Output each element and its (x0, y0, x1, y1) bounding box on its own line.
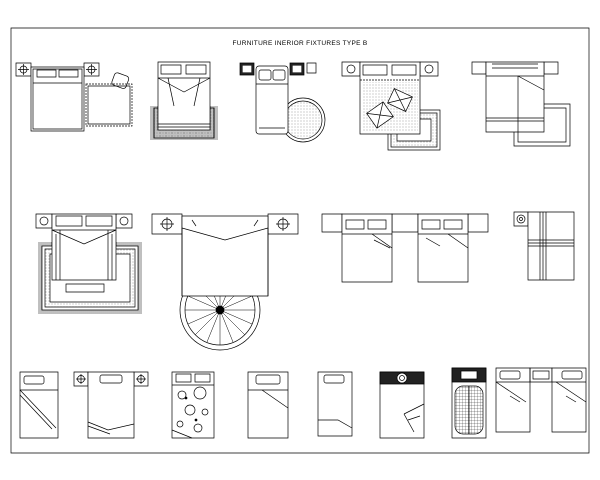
bed-17-twin-with-shared-stand (496, 368, 586, 432)
bed-16-quilted-single (452, 368, 486, 438)
bed-15-single-with-lamp (380, 372, 424, 438)
bed-12-patterned-single (172, 372, 214, 438)
bed-3-double-with-round-rug (240, 63, 325, 142)
bed-5-double-with-offset-rug (472, 62, 570, 146)
bed-11-single-with-stands (74, 372, 148, 438)
bed-8-twin-singles (322, 214, 488, 282)
bed-6-double-on-border-rug (36, 214, 142, 314)
bed-10-single (20, 372, 58, 438)
bed-7-king-with-circular-rug (152, 214, 298, 350)
bed-9-single-with-stand (514, 212, 574, 280)
bed-2-double-on-fringed-rug (150, 62, 218, 140)
sheet-title: FURNITURE INERIOR FIXTURES TYPE B (232, 40, 368, 47)
bed-14-compact-single (318, 372, 352, 436)
bed-1-double-with-rug (16, 63, 132, 131)
bed-4-double-stipple-with-rug (342, 62, 440, 150)
sheet-border (11, 28, 589, 453)
bed-13-single (248, 372, 288, 438)
